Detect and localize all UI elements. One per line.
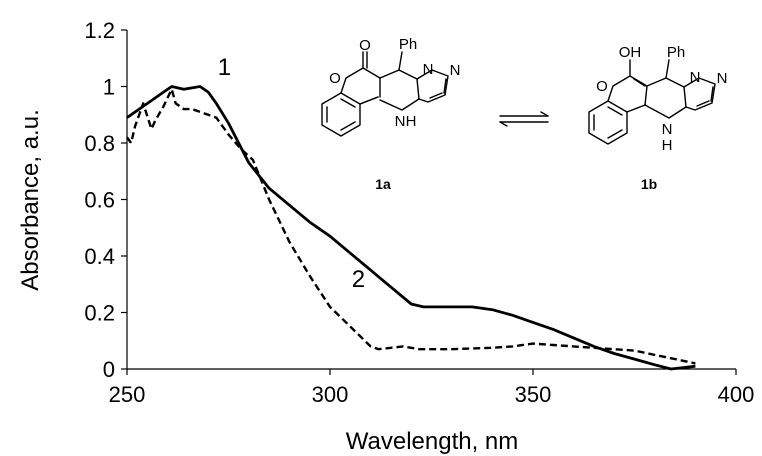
- 1a-phenyl: Ph: [399, 36, 417, 53]
- series-line-2: [126, 88, 696, 365]
- y-tick-label: 0.2: [84, 301, 115, 326]
- 1b-n1: N: [690, 69, 701, 86]
- series-layer: [126, 85, 696, 371]
- y-tick-label: 0: [103, 357, 115, 382]
- x-tick-label: 250: [109, 382, 146, 407]
- x-tick-label: 300: [312, 382, 349, 407]
- y-tick-label: 1: [103, 75, 115, 100]
- y-ticks: 0 0.2 0.4 0.6 0.8 1 1.2: [84, 18, 127, 382]
- annotation-layer: 12: [218, 54, 365, 293]
- structure-1b: O OH Ph N N N H 1b: [588, 44, 728, 192]
- 1a-amine-n: N: [395, 113, 406, 130]
- 1b-amine-h: H: [662, 137, 673, 154]
- 1b-amine-n: N: [662, 121, 673, 138]
- equilibrium-arrow: [499, 111, 549, 127]
- 1a-ring-o: O: [329, 70, 341, 87]
- 1b-ring-o: O: [596, 78, 608, 95]
- 1a-carbonyl-o: O: [359, 37, 371, 54]
- y-tick-label: 1.2: [84, 18, 115, 43]
- x-tick-label: 400: [718, 382, 755, 407]
- y-tick-label: 0.6: [84, 188, 115, 213]
- x-ticks: 250 300 350 400: [109, 369, 755, 407]
- y-tick-label: 0.8: [84, 131, 115, 156]
- 1a-n2: N: [450, 62, 461, 79]
- 1b-label: 1b: [641, 176, 657, 192]
- 1a-n1: N: [423, 61, 434, 78]
- x-axis-title: Wavelength, nm: [346, 428, 519, 455]
- structure-1a: O O Ph N N N H 1a: [321, 36, 461, 192]
- 1b-phenyl: Ph: [667, 44, 685, 61]
- 1b-n2: N: [717, 70, 728, 87]
- x-tick-label: 350: [515, 382, 552, 407]
- 1a-amine-h: H: [406, 113, 417, 130]
- y-axis-title: Absorbance, a.u.: [17, 109, 44, 290]
- y-tick-label: 0.4: [84, 244, 115, 269]
- curve-label-1: 1: [218, 54, 231, 81]
- 1b-hydroxyl: OH: [619, 44, 642, 61]
- curve-label-2: 2: [352, 266, 365, 293]
- 1a-label: 1a: [375, 176, 391, 192]
